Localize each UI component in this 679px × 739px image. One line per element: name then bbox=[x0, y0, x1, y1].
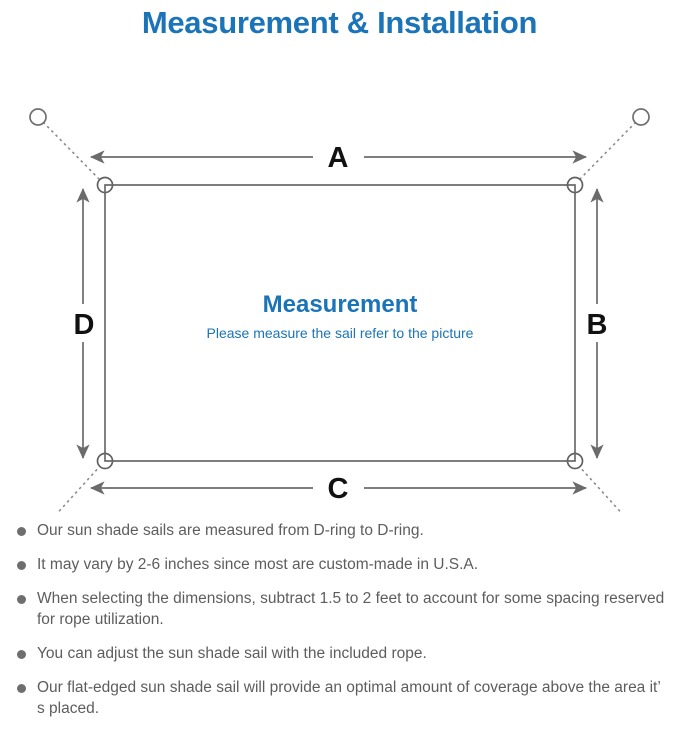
dimension-label-left: D bbox=[74, 309, 95, 341]
rope-line-bottom-right bbox=[577, 464, 622, 512]
list-item: It may vary by 2-6 inches since most are… bbox=[12, 554, 665, 575]
list-item: Our sun shade sails are measured from D-… bbox=[12, 520, 665, 541]
sail-center-subtitle: Please measure the sail refer to the pic… bbox=[207, 325, 474, 341]
bullet-icon bbox=[17, 595, 26, 604]
note-text: Our sun shade sails are measured from D-… bbox=[37, 522, 424, 539]
page-title: Measurement & Installation bbox=[141, 5, 538, 40]
anchor-point-top-left bbox=[29, 108, 47, 126]
note-text: It may vary by 2-6 inches since most are… bbox=[37, 556, 479, 573]
dimension-label-top: A bbox=[328, 142, 349, 174]
dimension-label-right: B bbox=[587, 309, 608, 341]
anchor-point-top-right bbox=[632, 108, 650, 126]
measurement-diagram: A C D B Measurement Please measure the s… bbox=[0, 42, 679, 512]
rope-line-top-left bbox=[42, 121, 102, 182]
bullet-icon bbox=[17, 527, 26, 536]
list-item: When selecting the dimensions, subtract … bbox=[12, 588, 665, 630]
note-text: You can adjust the sun shade sail with t… bbox=[37, 645, 427, 662]
sail-body bbox=[104, 184, 576, 462]
sail-center-title: Measurement bbox=[263, 291, 418, 318]
note-text: Our flat-edged sun shade sail will provi… bbox=[37, 679, 661, 717]
sail-corner-overlays bbox=[104, 184, 576, 462]
list-item: Our flat-edged sun shade sail will provi… bbox=[12, 677, 665, 719]
rope-line-top-right bbox=[577, 121, 637, 182]
bullet-icon bbox=[17, 650, 26, 659]
notes-list: Our sun shade sails are measured from D-… bbox=[0, 520, 679, 732]
note-text: When selecting the dimensions, subtract … bbox=[37, 590, 665, 628]
dimension-label-bottom: C bbox=[328, 473, 349, 505]
anchor-points bbox=[29, 108, 650, 126]
rope-line-bottom-left bbox=[57, 464, 102, 512]
list-item: You can adjust the sun shade sail with t… bbox=[12, 643, 665, 664]
bullet-icon bbox=[17, 684, 26, 693]
bullet-icon bbox=[17, 561, 26, 570]
rope-lines bbox=[42, 121, 637, 512]
